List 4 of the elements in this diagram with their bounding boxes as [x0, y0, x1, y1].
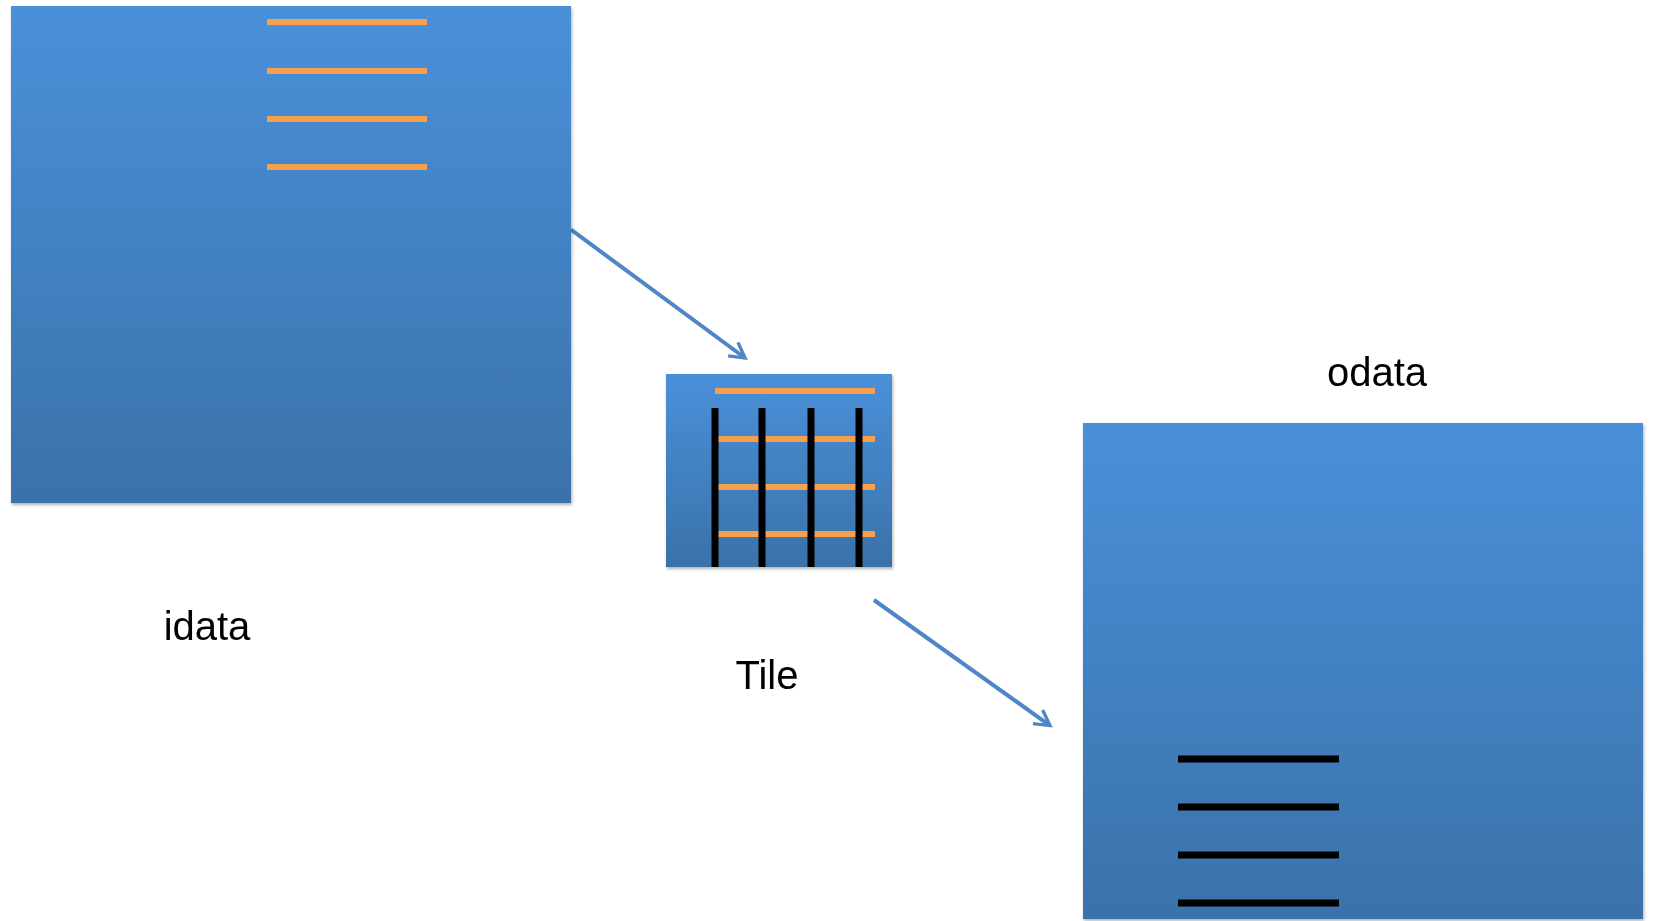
block-label: idata [163, 603, 251, 649]
block-label: Tile [735, 652, 799, 698]
arrow [872, 598, 1052, 728]
block-label: odata [1326, 349, 1428, 395]
